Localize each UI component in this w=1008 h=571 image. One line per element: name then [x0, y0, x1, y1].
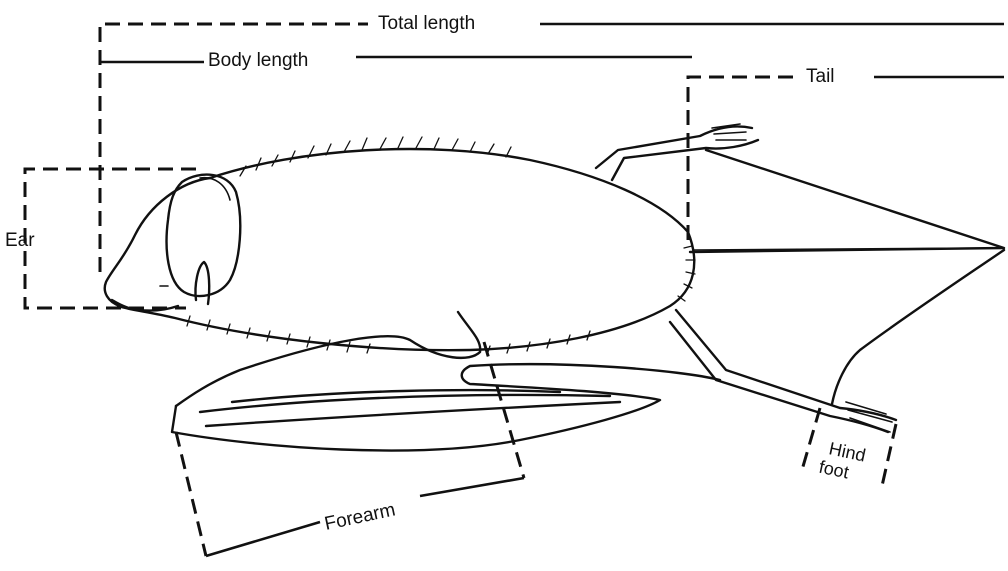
total-length-label: Total length [378, 13, 475, 34]
body-length-label: Body length [208, 50, 308, 71]
tail-bracket: Tail [688, 66, 1004, 240]
forearm-label: Forearm [323, 499, 398, 534]
bat-tragus [195, 262, 209, 304]
bat-lower-membrane [832, 250, 1004, 404]
bat-ear-inner [200, 178, 230, 200]
bat-fur-back [240, 137, 511, 176]
bat-head [105, 178, 210, 311]
bat-ear [167, 175, 241, 296]
bat-illustration [105, 124, 1004, 450]
bat-wing-arm [176, 312, 480, 406]
bat-wing-finger-1 [200, 395, 610, 412]
ear-label: Ear [5, 230, 35, 251]
bat-upper-leg [596, 126, 758, 180]
bat-tail-membrane [690, 150, 1004, 252]
body-length-bracket: Body length [100, 50, 692, 71]
tail-label: Tail [806, 66, 835, 87]
bat-fur-rump [678, 246, 695, 301]
